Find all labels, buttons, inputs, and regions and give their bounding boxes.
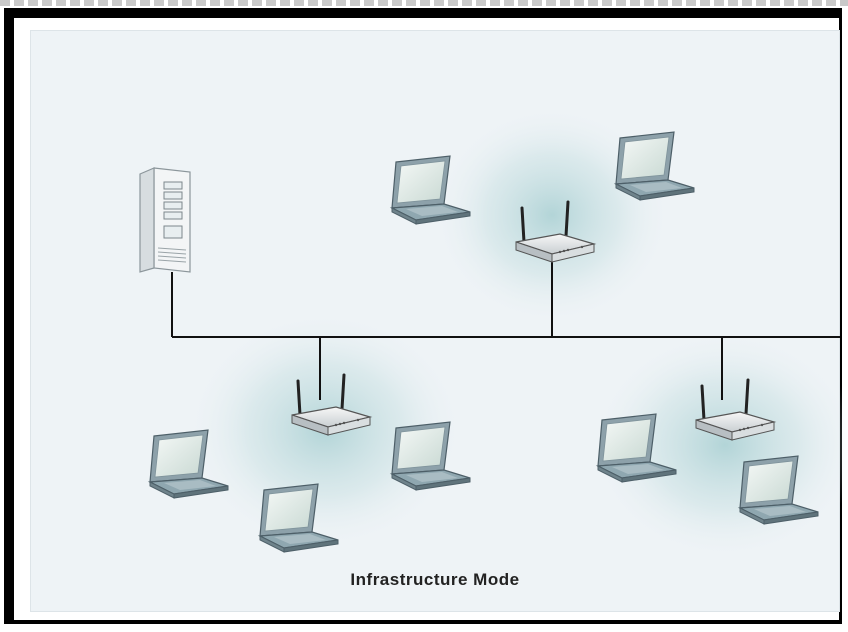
coverage-glow xyxy=(432,105,672,325)
laptop-icon xyxy=(615,131,695,201)
server-icon xyxy=(139,167,191,273)
dashed-border xyxy=(0,0,848,6)
network-backbone xyxy=(171,260,840,400)
diagram-caption: Infrastructure Mode xyxy=(350,570,520,589)
